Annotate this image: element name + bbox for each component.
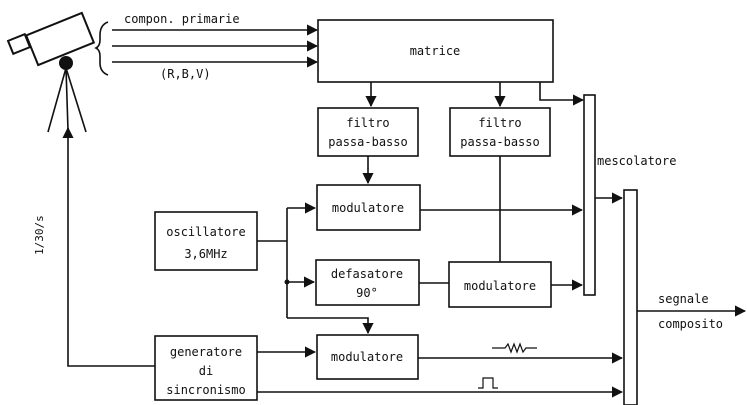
matrice-block (317, 19, 554, 83)
modulatore-bottom (316, 334, 419, 380)
sawtooth-waveform-icon (492, 342, 537, 354)
camera-icon (6, 11, 109, 133)
compon-primarie-label: compon. primarie (124, 12, 240, 26)
filtro2-label-1: filtro (478, 116, 521, 130)
composito-label: composito (658, 317, 723, 331)
primary-component-lines (112, 24, 319, 68)
oscillatore-label-2: 3,6MHz (184, 247, 227, 261)
filtro2-label-2: passa-basso (460, 135, 539, 149)
mescolatore-label: mescolatore (597, 154, 676, 168)
defasatore-label-1: defasatore (331, 267, 403, 281)
oscillator-distribution (257, 202, 374, 335)
modulatore-top-label: modulatore (332, 201, 404, 215)
filtro1-label-1: filtro (346, 116, 389, 130)
matrice-label: matrice (410, 44, 461, 58)
oscillatore-label-1: oscillatore (166, 225, 245, 239)
defasatore-block (315, 259, 420, 306)
modulatore-top (316, 184, 421, 231)
modulatore-bottom-label: modulatore (331, 350, 403, 364)
freq-label: 1/30/s (33, 215, 46, 255)
defasatore-label-2: 90° (356, 286, 378, 300)
mescolatore-bar (583, 94, 596, 296)
generatore-label-3: sincronismo (166, 383, 245, 397)
generatore-sincronismo-block (154, 335, 258, 401)
filtro-passa-basso-2 (449, 107, 551, 157)
filtro1-label-2: passa-basso (328, 135, 407, 149)
generatore-label-1: generatore (170, 345, 242, 359)
pulse-waveform-icon (478, 377, 498, 389)
generatore-label-2: di (199, 364, 213, 378)
rbv-label: (R,B,V) (160, 67, 211, 81)
output-mixer-bar (623, 189, 638, 405)
segnale-label: segnale (658, 292, 709, 306)
oscillatore-block (154, 211, 258, 271)
modulatore-right-label: modulatore (464, 279, 536, 293)
modulatore-right (448, 261, 552, 308)
